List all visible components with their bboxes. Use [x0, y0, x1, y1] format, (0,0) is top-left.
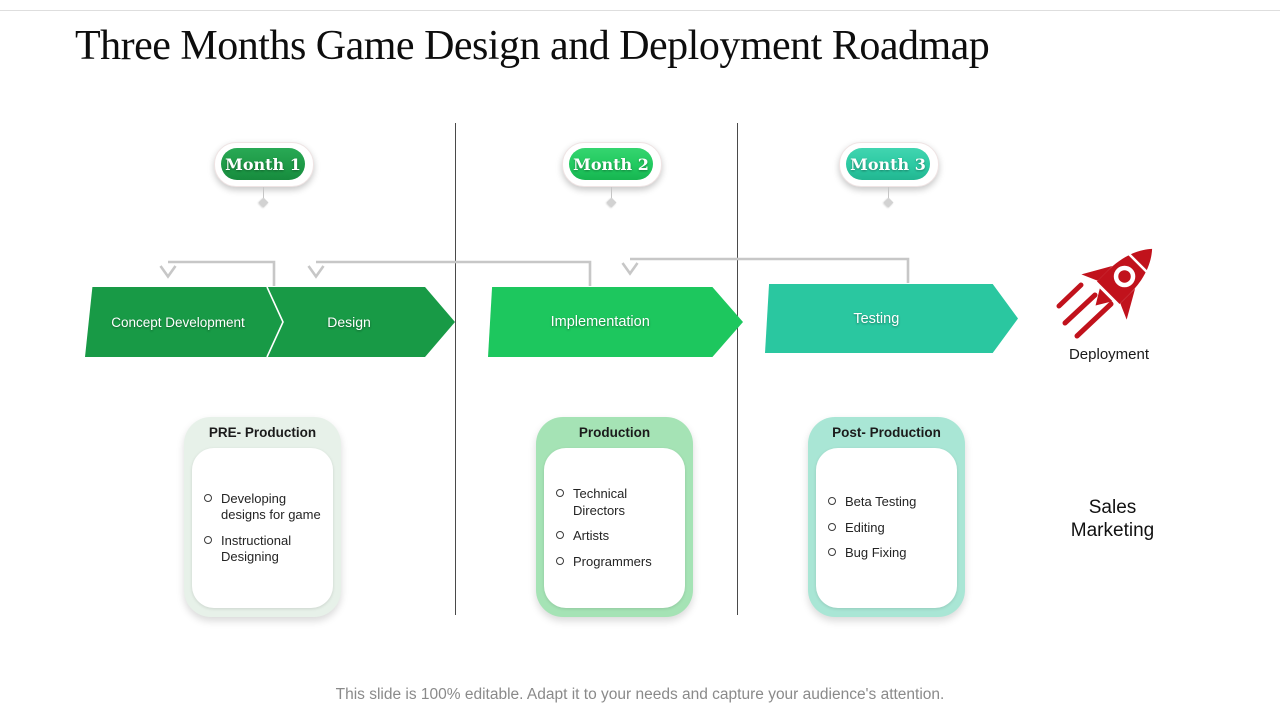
phase-title: Post- Production	[832, 425, 941, 440]
item-label: Instructional Designing	[221, 532, 292, 565]
phase-title: PRE- Production	[208, 425, 317, 440]
circle-bullet-icon	[556, 489, 564, 497]
stage-label-testing: Testing	[853, 310, 900, 327]
chevron-separator	[266, 287, 284, 357]
list-item: Editing	[828, 520, 953, 537]
stage-arrow-testing: Testing	[765, 284, 1018, 353]
stage-label-concept-development: Concept Development	[111, 314, 245, 330]
month-1-pill: Month 1	[214, 142, 314, 208]
rocket-icon	[1043, 228, 1175, 360]
phase-card-pre-production: PRE- Production Developing designs for g…	[184, 417, 341, 617]
sales-line: Sales	[1088, 497, 1137, 518]
item-label: Technical Directors	[573, 486, 628, 518]
tail-diamond-icon	[883, 197, 894, 208]
phase-item-list: Technical Directors Artists Programmers	[544, 448, 685, 608]
marketing-line: Marketing	[1070, 520, 1155, 542]
circle-bullet-icon	[828, 522, 836, 531]
month-2-pill: Month 2	[562, 142, 662, 208]
pill-tail-line	[611, 187, 612, 200]
column-divider-1	[455, 123, 456, 615]
footer-note: This slide is 100% editable. Adapt it to…	[335, 686, 945, 703]
tail-diamond-icon	[258, 197, 269, 208]
sales-marketing-label: Sales Marketing	[1040, 496, 1185, 542]
item-label: Editing	[845, 519, 885, 535]
phase-title: Production	[578, 425, 651, 440]
phase-card-post-production: Post- Production Beta Testing Editing Bu…	[808, 417, 965, 617]
pill-tail-line	[888, 187, 889, 200]
circle-bullet-icon	[556, 531, 564, 539]
list-item: Artists	[556, 528, 681, 545]
stage-label-design: Design	[327, 314, 371, 330]
item-label: Bug Fixing	[845, 545, 907, 561]
circle-bullet-icon	[828, 548, 836, 557]
month-3-label: Month 3	[846, 148, 930, 180]
phase-item-list: Developing designs for game Instructiona…	[192, 448, 333, 608]
list-item: Programmers	[556, 554, 681, 571]
circle-bullet-icon	[204, 535, 212, 544]
list-item: Technical Directors	[556, 486, 681, 519]
item-label: Beta Testing	[845, 494, 917, 510]
phase-item-list: Beta Testing Editing Bug Fixing	[816, 448, 957, 608]
item-label: Programmers	[573, 553, 652, 569]
stage-arrow-concept-design: Concept Development Design	[85, 287, 455, 357]
item-label: Developing designs for game	[221, 490, 321, 523]
month-2-label: Month 2	[569, 148, 653, 180]
deployment-label: Deployment	[1068, 346, 1150, 363]
list-item: Beta Testing	[828, 494, 953, 511]
month-3-pill: Month 3	[839, 142, 939, 208]
pill-tail-line	[263, 187, 264, 200]
column-divider-2	[737, 123, 738, 615]
circle-bullet-icon	[556, 556, 564, 565]
top-border-rule	[0, 10, 1280, 11]
list-item: Instructional Designing	[204, 533, 329, 566]
month-1-label: Month 1	[221, 148, 305, 180]
stage-arrow-implementation: Implementation	[488, 287, 743, 357]
item-label: Artists	[573, 528, 610, 543]
circle-bullet-icon	[828, 497, 836, 506]
list-item: Bug Fixing	[828, 545, 953, 562]
stage-label-implementation: Implementation	[550, 314, 650, 330]
list-item: Developing designs for game	[204, 491, 329, 524]
phase-card-production: Production Technical Directors Artists P…	[536, 417, 693, 617]
circle-bullet-icon	[204, 493, 212, 502]
page-title: Three Months Game Design and Deployment …	[75, 23, 990, 69]
tail-diamond-icon	[606, 197, 617, 208]
